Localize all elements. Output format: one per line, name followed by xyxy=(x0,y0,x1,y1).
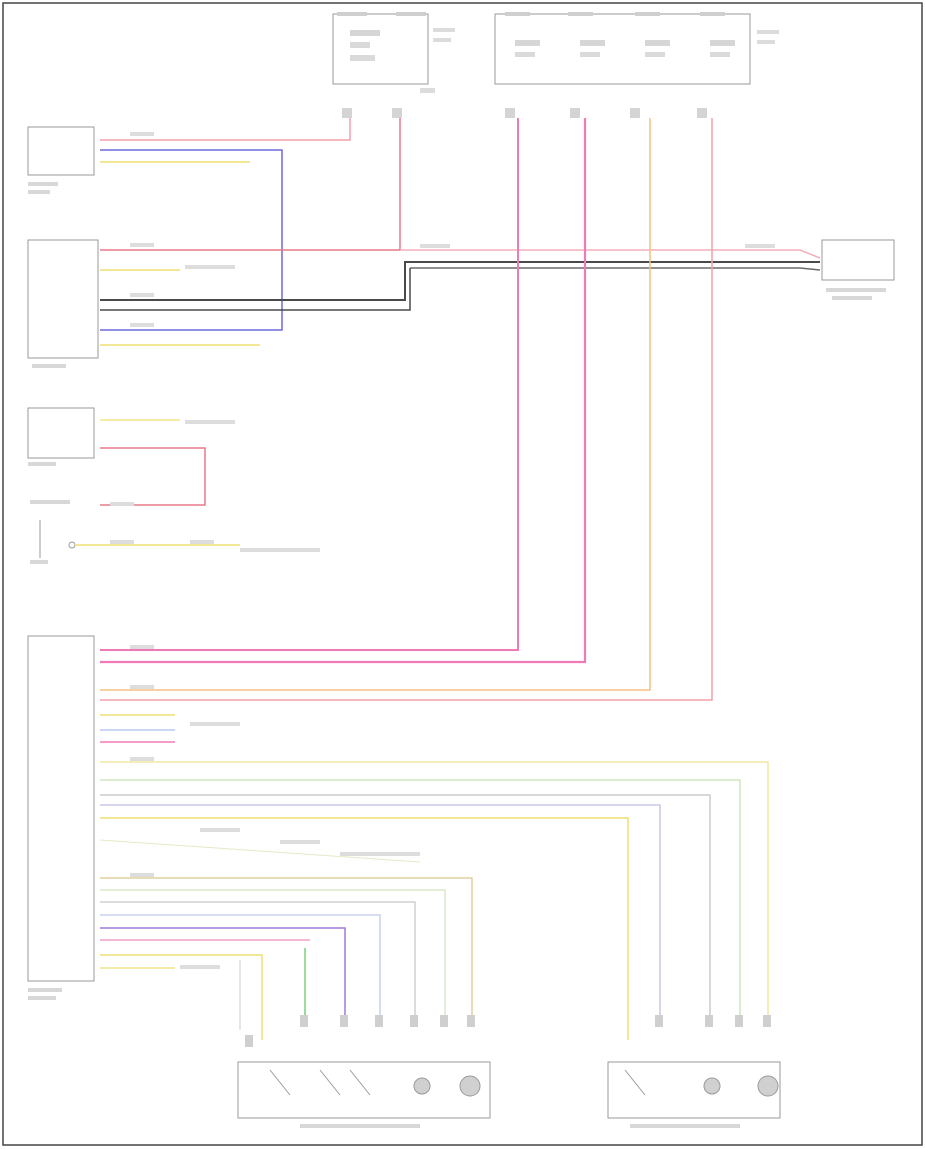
wire-lt-yellow-1 xyxy=(100,761,769,1020)
speaker-left xyxy=(237,1061,491,1128)
fuse-box-left xyxy=(332,12,455,118)
fuse-box-right xyxy=(494,12,779,118)
component-a xyxy=(27,126,95,194)
wire-black-2 xyxy=(410,267,821,271)
component-b xyxy=(27,239,99,368)
wire-orange xyxy=(100,118,651,691)
wire-gray-1 xyxy=(100,794,711,1020)
wire-labels xyxy=(110,132,775,969)
wire-red-c xyxy=(100,447,206,506)
right-unit xyxy=(821,239,895,300)
wire-lt-blue-1 xyxy=(100,804,661,1020)
wire-gray-2 xyxy=(100,901,416,1020)
wire-black-1 xyxy=(100,261,820,301)
component-c xyxy=(27,407,95,466)
wire-lt-yellow-2 xyxy=(99,839,421,863)
wire-red-right xyxy=(400,249,821,259)
connector-markers xyxy=(245,1015,771,1047)
wire-lt-green-1 xyxy=(100,779,741,1020)
wire-lt-green-2 xyxy=(100,889,446,1020)
wire-pink-2 xyxy=(100,118,587,664)
wire-yellow-2 xyxy=(100,817,629,1040)
wire-violet xyxy=(100,927,346,1020)
wire-red-main xyxy=(100,118,401,251)
wire-blue-loop xyxy=(100,149,283,331)
speaker-right xyxy=(607,1061,781,1128)
wire-black-3 xyxy=(100,268,411,311)
wire-red-a xyxy=(100,118,351,141)
wire-yellow-3 xyxy=(100,954,263,1040)
wire-tan-1 xyxy=(100,877,473,1020)
wire-lt-blue-2 xyxy=(100,914,381,1020)
main-unit xyxy=(27,635,95,1000)
wire-red-long xyxy=(100,118,713,701)
switch-d xyxy=(30,500,76,564)
wire-pink-1 xyxy=(100,118,519,651)
